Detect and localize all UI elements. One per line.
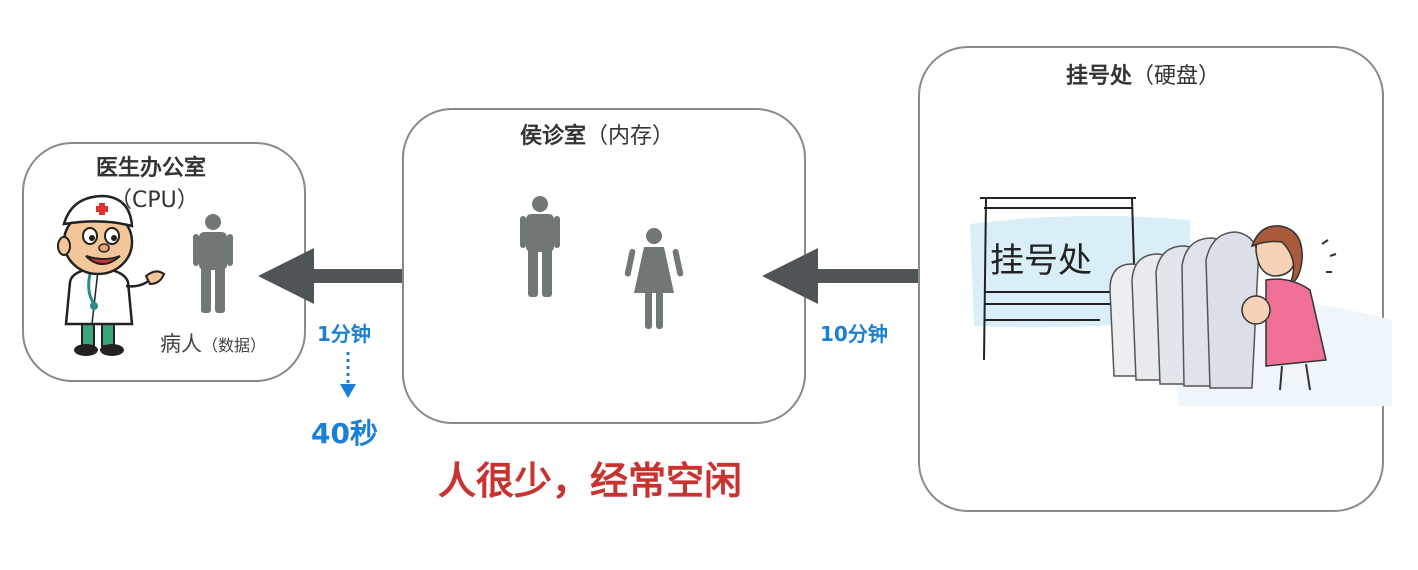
registration-title-main: 挂号处 [1066, 64, 1133, 89]
doctor-office-box [22, 142, 306, 382]
dotted-down-arrow-icon [340, 352, 356, 398]
waiting-room-title-main: 侯诊室 [520, 124, 587, 149]
doctor-office-title: 医生办公室 [96, 156, 207, 181]
registration-sign-text: 挂号处 [990, 241, 1092, 281]
idle-caption: 人很少，经常空闲 [438, 459, 743, 503]
waiting-male-icon [520, 196, 560, 297]
patient-male-icon [193, 214, 233, 313]
waiting-room-title: 侯诊室（内存） [520, 118, 674, 150]
waiting-room-title-sub: （内存） [586, 124, 675, 149]
waiting-female-icon [624, 228, 684, 329]
patient-label: 病人（数据） [160, 328, 266, 358]
doctor-cartoon-icon [57, 194, 166, 356]
registration-queue-illustration: 挂号处 [970, 197, 1392, 406]
patient-label-main: 病人 [160, 332, 202, 356]
left-arrow-result: 40秒 [311, 417, 378, 450]
waiting-room-box [402, 108, 806, 424]
patient-label-sub: （数据） [202, 336, 267, 355]
arrow-disk-to-memory [762, 248, 940, 304]
registration-title: 挂号处（硬盘） [1066, 58, 1220, 90]
registration-title-sub: （硬盘） [1132, 64, 1221, 89]
right-arrow-time: 10分钟 [820, 322, 888, 346]
left-arrow-time: 1分钟 [317, 322, 371, 346]
